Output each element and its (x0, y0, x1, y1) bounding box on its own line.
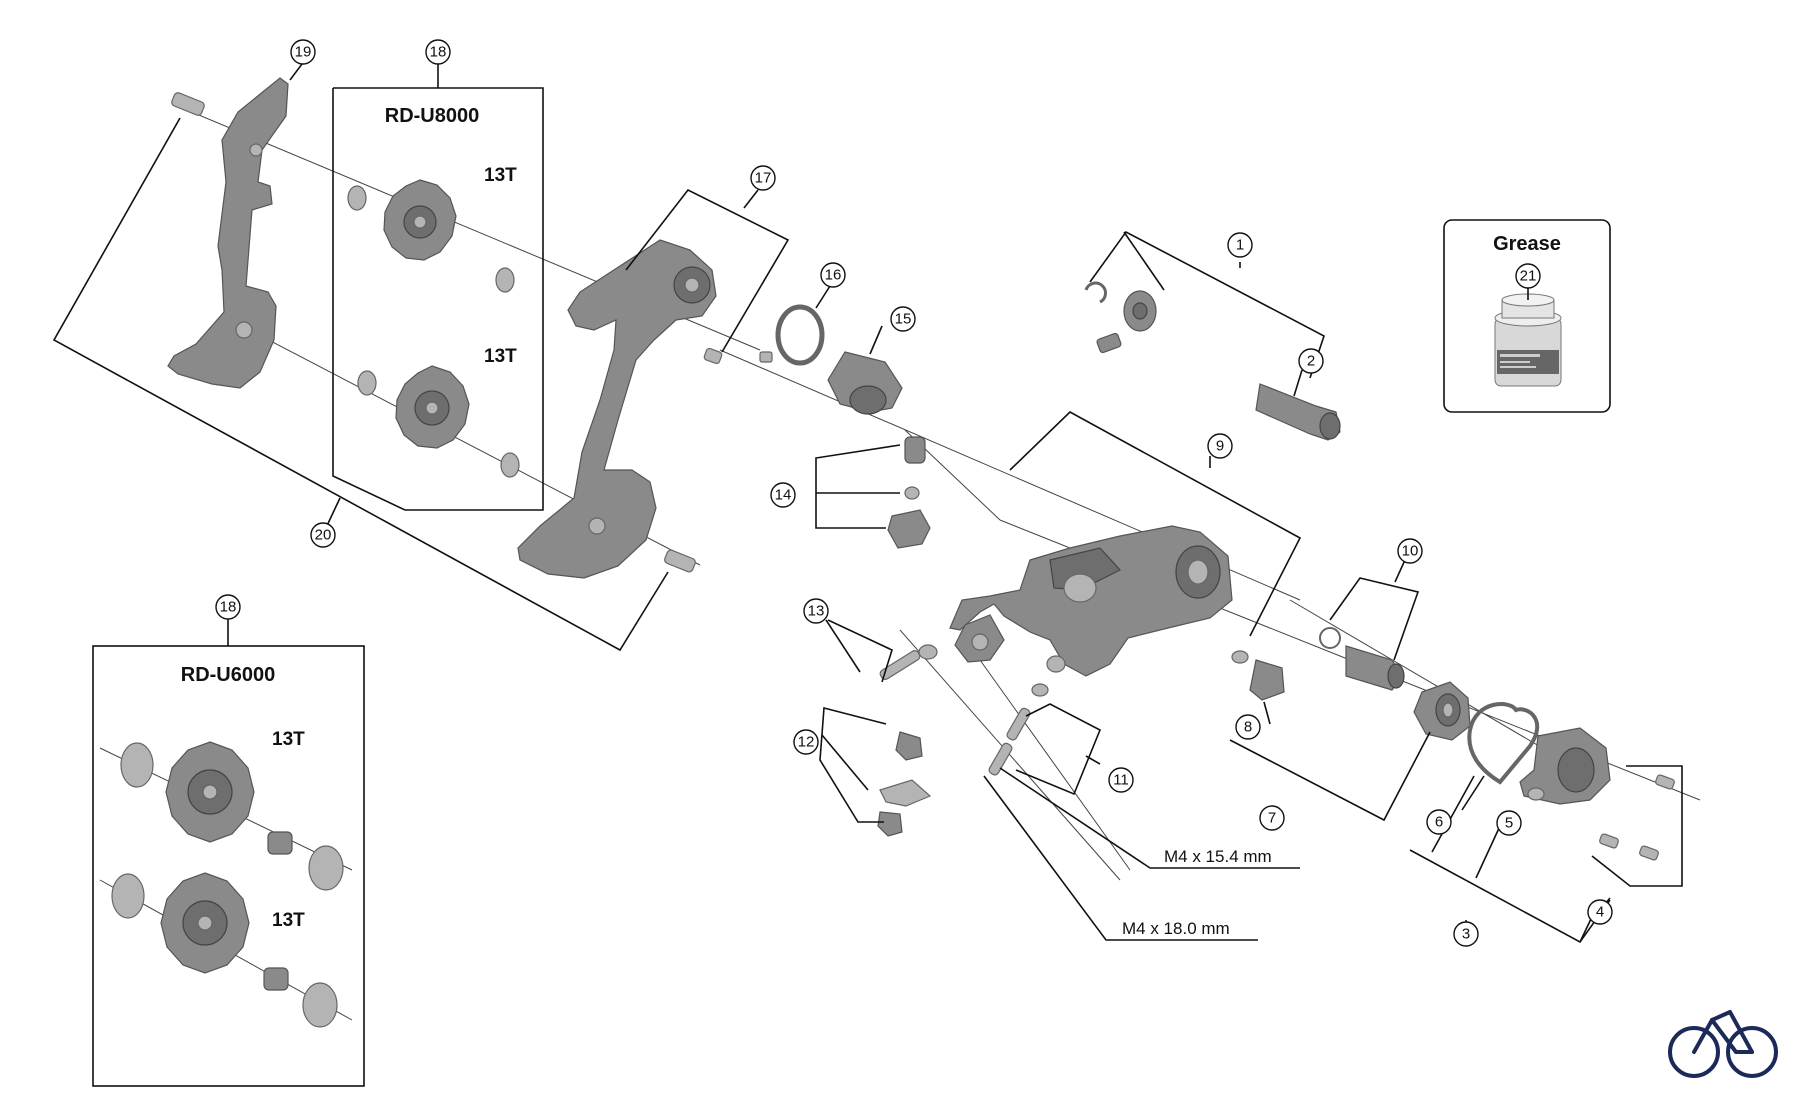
callout-13: 13 (808, 603, 825, 620)
rd-u8000-upper-teeth: 13T (484, 165, 517, 186)
clutch-axle-unit (1319, 627, 1405, 691)
callout-1: 1 (1236, 237, 1244, 254)
upper-pulley (383, 179, 457, 261)
axle (1255, 383, 1341, 441)
mounting-bolts (988, 683, 1049, 776)
callout-8: 8 (1244, 719, 1252, 736)
rd-u6000-title: RD-U6000 (181, 664, 275, 686)
callout-2: 2 (1307, 353, 1315, 370)
rd-u8000-title: RD-U8000 (385, 105, 479, 127)
cage-bolt (664, 549, 696, 573)
grease-jar (1494, 293, 1562, 387)
washer (347, 185, 367, 211)
callout-numbers: 1 2 3 4 5 6 7 8 9 10 11 12 13 14 15 16 1… (220, 44, 1605, 943)
grease-title: Grease (1493, 233, 1561, 255)
lower-pulley (160, 872, 250, 974)
washer (357, 370, 377, 396)
bracket-fixing-set (877, 731, 932, 837)
inner-cage-plate (167, 77, 289, 389)
washer (500, 452, 520, 478)
washer (302, 982, 338, 1028)
rd-u6000-upper-teeth: 13T (272, 729, 305, 750)
cage-assembly-bracket (52, 117, 669, 652)
washer (495, 267, 515, 293)
callout-18-top: 18 (430, 44, 447, 61)
callout-19: 19 (295, 44, 312, 61)
callout-4: 4 (1596, 904, 1604, 921)
grease-box: Grease (1443, 219, 1611, 413)
upper-pulley (165, 741, 255, 843)
callout-3: 3 (1462, 926, 1470, 943)
tension-spring (759, 304, 825, 366)
callout-18-bottom: 18 (220, 599, 237, 616)
cover-screws (1599, 774, 1675, 861)
callout-6: 6 (1435, 814, 1443, 831)
rd-u6000-lower-teeth: 13T (272, 910, 305, 931)
b-tension-bolt (879, 644, 938, 680)
callout-14: 14 (775, 487, 792, 504)
callout-11: 11 (1113, 772, 1129, 789)
rd-u8000-lower-teeth: 13T (484, 346, 517, 367)
bolt-short-dimension: M4 x 15.4 mm (1164, 847, 1272, 866)
lower-pulley (395, 365, 470, 449)
clutch-cover (1519, 727, 1611, 805)
rd-u6000-box: RD-U6000 13T 13T (92, 645, 365, 1087)
rd-u8000-box: RD-U8000 13T 13T (332, 87, 544, 511)
cable-adjuster-set (887, 436, 931, 549)
callout-5: 5 (1505, 815, 1513, 832)
cable-fixing-bolt-unit (1231, 650, 1285, 701)
callout-17: 17 (755, 170, 772, 187)
callout-7: 7 (1268, 810, 1276, 827)
washer (308, 845, 344, 891)
bushing (263, 967, 289, 991)
callout-12: 12 (798, 734, 815, 751)
clutch-unit (1413, 681, 1471, 741)
outer-cage-plate (517, 239, 723, 579)
callout-markers (215, 39, 1613, 947)
bicycle-icon (1668, 1010, 1778, 1078)
callout-10: 10 (1402, 543, 1419, 560)
bracket-unit (1084, 281, 1157, 354)
washer (120, 742, 154, 788)
cage-bolt (171, 92, 205, 116)
gasket (1467, 702, 1540, 785)
bushing (267, 831, 293, 855)
washer (111, 873, 145, 919)
callout-20: 20 (315, 527, 332, 544)
cage-stop-pin (703, 347, 723, 365)
callout-21: 21 (1520, 268, 1537, 285)
bolt-long-dimension: M4 x 18.0 mm (1122, 919, 1230, 938)
callout-15: 15 (895, 311, 912, 328)
cage-bushing (827, 351, 903, 415)
derailleur-main-body (949, 525, 1233, 677)
callout-9: 9 (1216, 438, 1224, 455)
callout-16: 16 (825, 267, 842, 284)
